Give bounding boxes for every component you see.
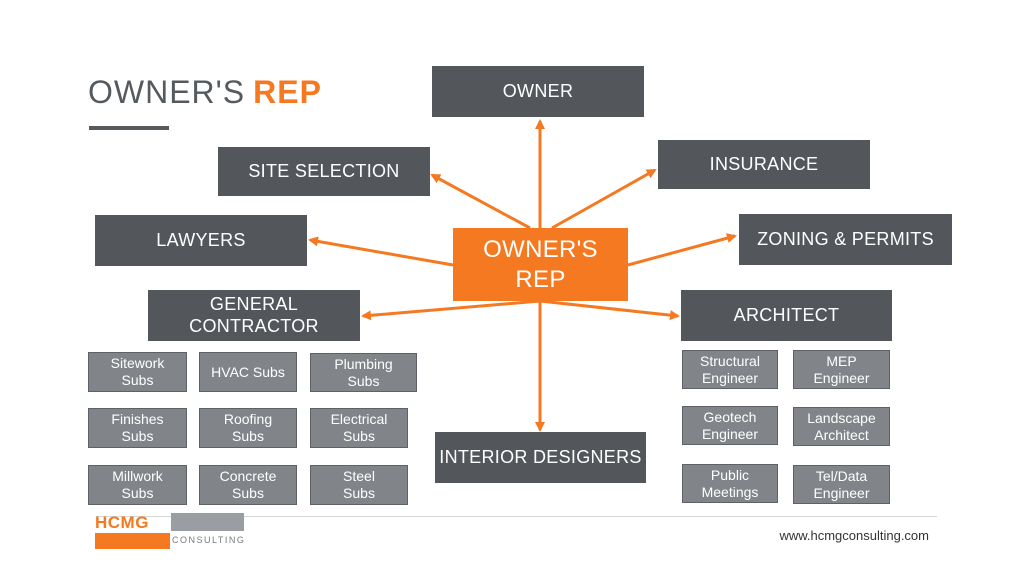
- arrow-to-lawyers: [308, 236, 454, 267]
- sub-label-2: Subs: [121, 428, 154, 444]
- sub-label-2: Subs: [121, 485, 154, 501]
- sub-label-1: Geotech: [703, 408, 757, 425]
- sub-label-1: Landscape: [807, 409, 876, 426]
- node-insurance: INSURANCE: [658, 140, 870, 189]
- sub-label-2: Subs: [121, 372, 154, 388]
- company-logo-subtitle: CONSULTING: [172, 535, 246, 545]
- sub-label-2: Subs: [347, 372, 380, 389]
- node-lawyers: LAWYERS: [95, 215, 307, 266]
- node-general-contractor: GENERAL CONTRACTOR: [148, 290, 360, 341]
- sub-label-2: Architect: [814, 426, 869, 443]
- arrow-to-zoning-permits: [627, 233, 737, 267]
- sub-label-1: Millwork: [112, 468, 163, 485]
- arrow-to-site-selection: [430, 173, 531, 230]
- sub-label-1: Sitework: [110, 355, 165, 372]
- sub-hvac: HVAC Subs: [199, 352, 297, 392]
- website-url: www.hcmgconsulting.com: [779, 528, 929, 543]
- arrow-to-architect: [539, 299, 680, 321]
- sub-label-1: Tel/Data: [815, 467, 868, 484]
- sub-label-1: Concrete: [219, 468, 277, 485]
- sub-label-1: Public: [710, 466, 750, 483]
- sub-label-1: Finishes: [111, 411, 164, 428]
- sub-label-2: Subs: [343, 485, 375, 501]
- sub-label-2: Engineer: [701, 425, 759, 442]
- node-owners-rep-center: OWNER'S REP: [453, 228, 628, 301]
- node-interior-designers: INTERIOR DESIGNERS: [435, 432, 646, 483]
- title-accent: REP: [253, 74, 322, 110]
- sub-label-2: Subs: [343, 428, 375, 444]
- arrow-to-general-contractor: [361, 299, 541, 321]
- arrow-to-insurance: [551, 168, 657, 230]
- sub-label-2: Engineer: [701, 369, 759, 386]
- node-architect: ARCHITECT: [681, 290, 892, 341]
- sub-label-1: Structural: [700, 352, 760, 369]
- center-line-1: OWNER'S: [483, 235, 598, 263]
- sub-label-2: Engineer: [813, 369, 870, 386]
- title-underline: [89, 126, 169, 130]
- company-logo: HCMG: [95, 513, 149, 532]
- gc-line-1: GENERAL: [209, 293, 299, 314]
- logo-orange-block: [95, 533, 170, 549]
- sub-label-1: Electrical: [330, 411, 388, 428]
- center-line-2: REP: [515, 265, 566, 293]
- sub-label-2: Subs: [232, 428, 264, 444]
- sub-label-2: Engineer: [813, 484, 870, 501]
- node-owner: OWNER: [432, 66, 644, 117]
- sub-label-1: HVAC Subs: [211, 363, 285, 380]
- title-main: OWNER'S: [88, 74, 246, 110]
- node-zoning-permits: ZONING & PERMITS: [739, 214, 952, 265]
- sub-label-1: Steel: [343, 468, 375, 485]
- logo-gray-block: [171, 513, 244, 531]
- sub-label-1: Roofing: [223, 411, 273, 428]
- sub-label-1: Plumbing: [334, 355, 393, 372]
- footer-divider: [96, 516, 937, 517]
- gc-line-2: CONTRACTOR: [189, 315, 319, 336]
- sub-label-2: Subs: [232, 485, 264, 501]
- sub-label-2: Meetings: [701, 483, 759, 500]
- node-site-selection: SITE SELECTION: [218, 147, 430, 196]
- sub-label-1: MEP: [826, 352, 857, 369]
